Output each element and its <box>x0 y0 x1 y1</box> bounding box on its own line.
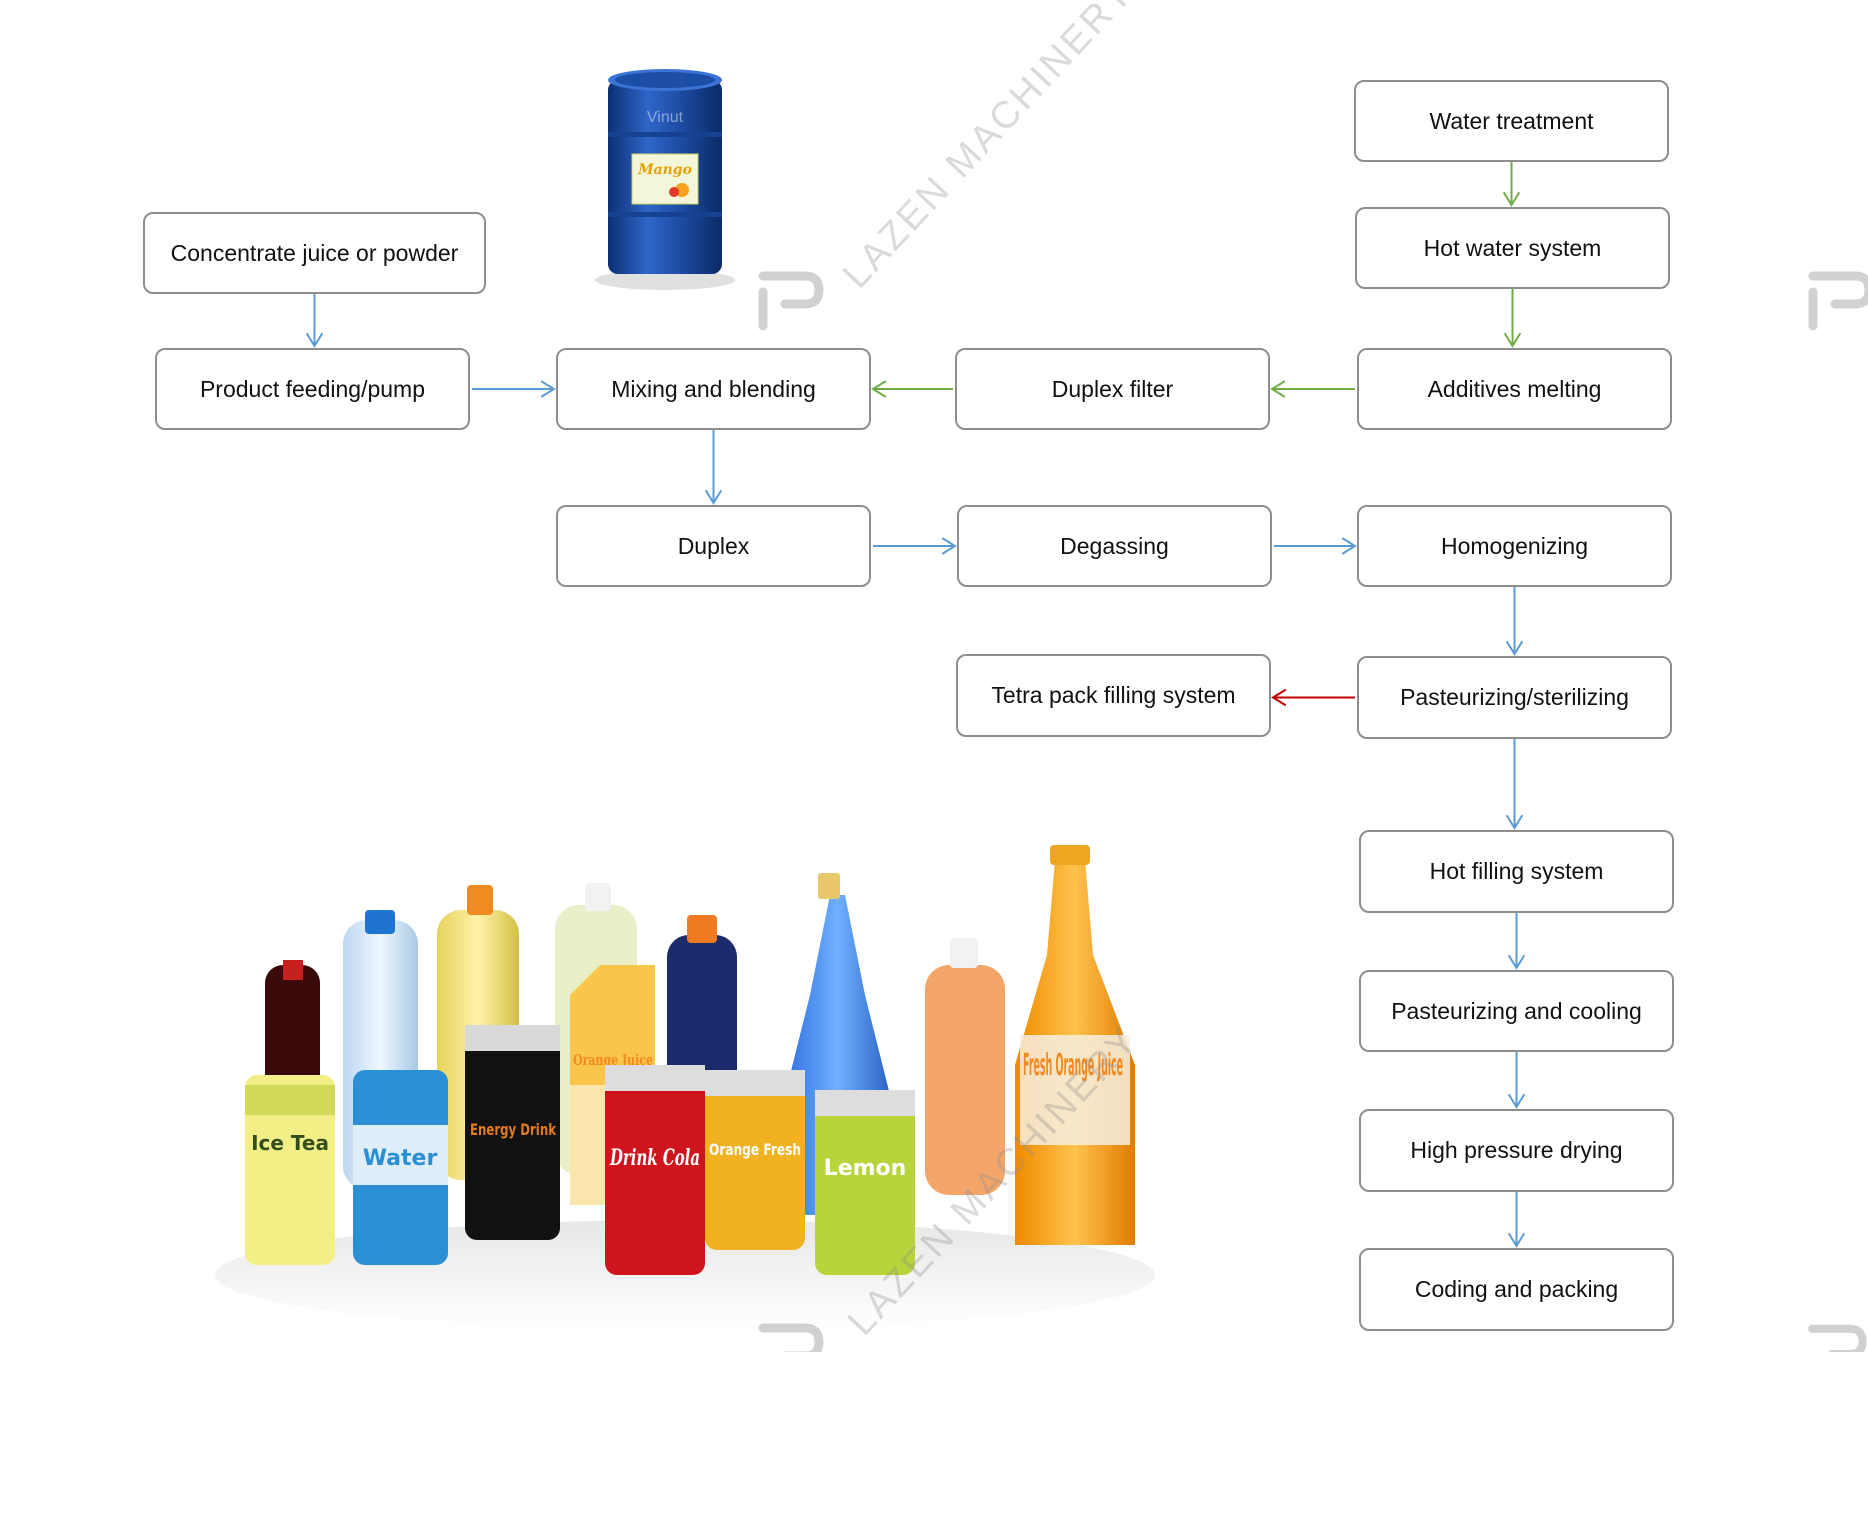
connector-pasteurizing_sterilizing-to-hot_filling <box>1505 739 1524 830</box>
arrowhead <box>1505 814 1524 830</box>
connector-layer <box>305 162 1526 1248</box>
watermark-logo-icon <box>1808 271 1868 330</box>
node-hot-water-system: Hot water system <box>1355 207 1670 289</box>
node-high-pressure-drying: High pressure drying <box>1359 1109 1674 1192</box>
connector-duplex-to-degassing <box>873 537 957 555</box>
connector-drying-to-coding <box>1507 1192 1526 1248</box>
arrowhead <box>1507 954 1526 970</box>
node-homogenizing: Homogenizing <box>1357 505 1672 587</box>
arrowhead <box>1341 537 1357 555</box>
arrowhead <box>704 489 723 505</box>
arrowhead <box>1270 380 1286 398</box>
node-duplex: Duplex <box>556 505 871 587</box>
can-ice-tea-label: Ice Tea <box>251 1131 329 1155</box>
arrowhead <box>1503 332 1522 348</box>
node-additives-melting: Additives melting <box>1357 348 1672 430</box>
arrowhead <box>305 332 324 348</box>
connector-duplex_filter-to-mixing <box>871 380 953 398</box>
node-hot-filling-system: Hot filling system <box>1359 830 1674 913</box>
node-coding-packing: Coding and packing <box>1359 1248 1674 1331</box>
can-orange-label: Orange Fresh <box>709 1140 801 1159</box>
connector-feeding-to-mixing <box>472 380 556 398</box>
watermark-logo-icon <box>758 271 824 330</box>
beverages-illustration: Fresh Orange Juice Ice Tea Water Energy … <box>215 845 1155 1330</box>
arrowhead <box>1507 1232 1526 1248</box>
arrowhead <box>540 380 556 398</box>
watermark-logo-icon <box>758 1323 824 1352</box>
connector-mixing-to-duplex <box>704 430 723 505</box>
arrowhead <box>1505 640 1524 656</box>
node-pasteurizing-cooling: Pasteurizing and cooling <box>1359 970 1674 1052</box>
connector-additives-to-duplex_filter <box>1270 380 1355 398</box>
node-product-feeding: Product feeding/pump <box>155 348 470 430</box>
drum-label: Mango <box>637 162 692 178</box>
bottle-label: Fresh Orange Juice <box>1023 1048 1123 1083</box>
watermark-logo-icon <box>1808 1324 1867 1352</box>
node-tetra-pack-filling: Tetra pack filling system <box>956 654 1271 737</box>
can-cola-label: Drink Cola <box>609 1145 700 1171</box>
arrowhead <box>941 537 957 555</box>
flowchart-canvas: Concentrate juice or powder Product feed… <box>143 0 1868 1352</box>
carton-label: Orange Juice <box>573 1051 653 1069</box>
arrowhead <box>1502 191 1521 207</box>
connector-hot_water-to-additives <box>1503 289 1522 348</box>
concentrate-drum-illustration: Vinut Mango <box>595 69 735 290</box>
arrowhead <box>1271 688 1287 707</box>
node-pasteurizing-sterilizing: Pasteurizing/sterilizing <box>1357 656 1672 739</box>
connector-pasteurizing_cooling-to-drying <box>1507 1052 1526 1109</box>
arrowhead <box>1507 1093 1526 1109</box>
connector-concentrate-to-feeding <box>305 294 324 348</box>
can-water-label: Water <box>363 1146 438 1171</box>
node-duplex-filter: Duplex filter <box>955 348 1270 430</box>
connector-homogenizing-to-pasteurizing_sterilizing <box>1505 587 1524 656</box>
can-lemon-label: Lemon <box>824 1156 907 1181</box>
node-concentrate-juice: Concentrate juice or powder <box>143 212 486 294</box>
node-degassing: Degassing <box>957 505 1272 587</box>
connector-degassing-to-homogenizing <box>1274 537 1357 555</box>
node-water-treatment: Water treatment <box>1354 80 1669 162</box>
node-mixing-blending: Mixing and blending <box>556 348 871 430</box>
connector-pasteurizing_sterilizing-to-tetra_pack <box>1271 688 1355 707</box>
arrowhead <box>871 380 887 398</box>
connector-hot_filling-to-pasteurizing_cooling <box>1507 913 1526 970</box>
drum-brand: Vinut <box>647 109 684 126</box>
connector-water_treatment-to-hot_water <box>1502 162 1521 207</box>
can-energy-label: Energy Drink <box>470 1120 556 1139</box>
